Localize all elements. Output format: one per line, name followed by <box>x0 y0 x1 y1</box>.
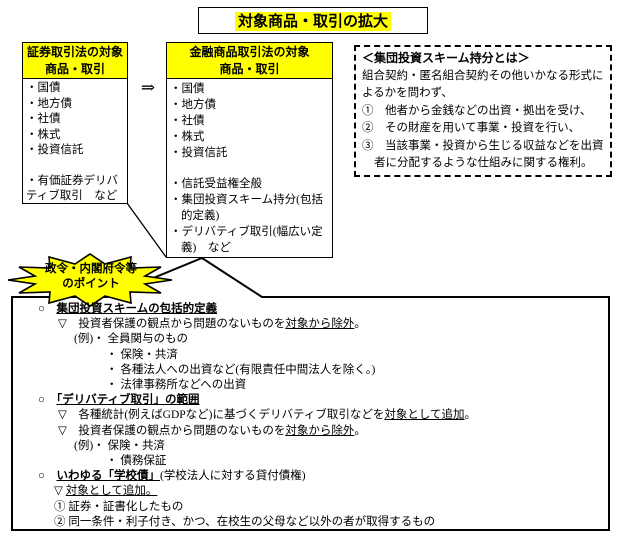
text-line: ・国債 <box>26 82 61 94</box>
header-line-2: 商品・取引 <box>44 62 105 76</box>
text-line: ① 他者から金銭などの出資・拠出を受け、 <box>362 103 604 121</box>
text-segment: いわゆる「学校債」 <box>56 470 160 483</box>
burst-label: 政令・内閣府令等 のポイント <box>18 262 164 291</box>
text-line: ・地方債 <box>170 99 216 111</box>
text-segment: 。 <box>464 409 476 422</box>
text-line: ・有価証券デリバティブ取引 など <box>26 174 118 203</box>
text-line: ▽ 投資者保護の観点から問題のないものを対象から除外。 <box>12 424 610 439</box>
text-segment: 「デリバティブ取引」の範囲 <box>56 394 200 407</box>
burst-label-line-1: 政令・内閣府令等 <box>45 263 137 275</box>
fiea-table-header: 金融商品取引法の対象 商品・取引 <box>167 43 332 79</box>
text-line: ・投資信託 <box>26 144 84 156</box>
text-segment: ○ <box>38 470 57 483</box>
text-segment: (学校法人に対する貸付債権) <box>159 470 306 483</box>
text-line: ・デリバティブ取引(幅広い定義) など <box>170 226 323 254</box>
text-segment: 対象から除外 <box>285 424 355 437</box>
text-line: ・信託受益権全般 <box>170 178 262 190</box>
text-line: ・国債 <box>170 83 205 95</box>
text-line: ・ 債務保証 <box>12 454 610 469</box>
text-line: ① 証券・証書化したもの <box>12 500 610 515</box>
burst-shape <box>7 253 173 307</box>
points-box-content: ○ 集団投資スキームの包括的定義▽ 投資者保護の観点から問題のないものを対象から… <box>12 297 610 531</box>
text-line: ・ 法律事務所などへの出資 <box>12 378 610 393</box>
text-segment: ・ 債務保証 <box>106 455 167 468</box>
text-segment: 。 <box>354 424 366 437</box>
text-line: ② 同一条件・利子付き、かつ、在校生の父母など以外の者が取得するもの <box>12 515 610 530</box>
text-segment: 集団投資スキームの包括的定義 <box>56 303 218 315</box>
text-line: 組合契約・匿名組合契約その他いかなる形式によるかを問わず、 <box>362 68 604 103</box>
header-line-1: 証券取引法の対象 <box>26 45 123 59</box>
text-segment: ▽ 投資者保護の観点から問題のないものを <box>58 318 286 331</box>
text-line: ・集団投資スキーム持分(包括的定義) <box>170 194 323 222</box>
text-segment: ① 証券・証書化したもの <box>54 500 184 513</box>
text-line: ▽ 投資者保護の観点から問題のないものを対象から除外。 <box>12 317 610 332</box>
rightwards-double-arrow-icon: ⇒ <box>140 78 156 97</box>
text-segment: ③ 当該事業・投資から生じる収益などを出資者に分配するような仕組みに関する権利。 <box>362 139 604 170</box>
text-line: ○ いわゆる「学校債」(学校法人に対する貸付債権) <box>12 469 610 484</box>
securities-law-table: 証券取引法の対象 商品・取引 ・国債・地方債・社債・株式・投資信託・有価証券デリ… <box>22 42 128 204</box>
text-line: ▽ 対象として追加。 <box>12 484 610 499</box>
text-segment: ・ 保険・共済 <box>106 348 178 361</box>
text-line: ○ 「デリバティブ取引」の範囲 <box>12 393 610 408</box>
fiea-table: 金融商品取引法の対象 商品・取引 ・国債・地方債・社債・株式・投資信託・信託受益… <box>166 42 333 258</box>
text-line: ▽ 各種統計(例えばGDPなど)に基づくデリバティブ取引などを対象として追加。 <box>12 408 610 423</box>
fiea-item-list: ・国債・地方債・社債・株式・投資信託・信託受益権全般・集団投資スキーム持分(包括… <box>167 79 332 258</box>
text-line <box>26 159 124 174</box>
text-segment: 組合契約・匿名組合契約その他いかなる形式によるかを問わず、 <box>362 69 604 100</box>
text-segment: 対象として追加。 <box>65 485 158 498</box>
page-title: 対象商品・取引の拡大 <box>235 12 392 31</box>
text-segment: ② 同一条件・利子付き、かつ、在校生の父母など以外の者が取得するもの <box>54 515 436 528</box>
text-line: ・社債 <box>26 113 61 125</box>
header-line-1: 金融商品取引法の対象 <box>189 45 310 59</box>
text-line <box>170 161 329 176</box>
text-line: ○ 集団投資スキームの包括的定義 <box>12 302 610 317</box>
text-segment: 対象として追加 <box>384 409 465 422</box>
text-segment: ▽ <box>54 485 66 498</box>
text-line: ・株式 <box>26 128 61 141</box>
header-line-2: 商品・取引 <box>219 62 280 76</box>
text-segment: ○ <box>38 394 57 407</box>
scheme-definition-note: ＜集団投資スキーム持分とは＞ 組合契約・匿名組合契約その他いかなる形式によるかを… <box>354 45 612 177</box>
text-line: (例)・ 全員関与のもの <box>12 332 610 347</box>
text-line: ・ 保険・共済 <box>12 348 610 363</box>
text-segment: ▽ 投資者保護の観点から問題のないものを <box>58 424 286 437</box>
text-segment: ○ <box>38 303 57 315</box>
text-segment: 。 <box>354 318 366 331</box>
text-segment: ▽ 各種統計(例えばGDPなど)に基づくデリバティブ取引などを <box>58 409 385 422</box>
text-segment: ・ 各種法人への出資など(有限責任中間法人を除く。) <box>106 363 376 376</box>
text-line: ・ 各種法人への出資など(有限責任中間法人を除く。) <box>12 363 610 378</box>
text-segment: ② その財産を用いて事業・投資を行い、 <box>362 122 581 134</box>
text-line: (例)・ 保険・共済 <box>12 439 610 454</box>
securities-law-table-header: 証券取引法の対象 商品・取引 <box>23 43 127 79</box>
page-title-box: 対象商品・取引の拡大 <box>198 7 429 34</box>
text-line: ・社債 <box>170 115 205 127</box>
text-line: ③ 当該事業・投資から生じる収益などを出資者に分配するような仕組みに関する権利。 <box>362 138 604 173</box>
securities-law-item-list: ・国債・地方債・社債・株式・投資信託・有価証券デリバティブ取引 など <box>23 79 127 207</box>
text-line: ・投資信託 <box>170 147 228 159</box>
text-segment: ・ 法律事務所などへの出資 <box>106 379 247 392</box>
text-segment: (例)・ 全員関与のもの <box>74 333 189 346</box>
text-segment: (例)・ 保険・共済 <box>74 439 166 452</box>
burst-label-line-2: のポイント <box>62 277 120 290</box>
text-segment: ① 他者から金銭などの出資・拠出を受け、 <box>362 104 592 117</box>
text-segment: 対象から除外 <box>285 318 355 331</box>
scheme-note-title: ＜集団投資スキーム持分とは＞ <box>362 51 530 65</box>
scheme-note-body: 組合契約・匿名組合契約その他いかなる形式によるかを問わず、 ① 他者から金銭などの… <box>362 68 604 173</box>
text-line: ・株式 <box>170 131 205 143</box>
text-line: ・地方債 <box>26 97 72 110</box>
text-line: ② その財産を用いて事業・投資を行い、 <box>362 120 604 138</box>
expansion-diagonal-line <box>126 202 167 258</box>
